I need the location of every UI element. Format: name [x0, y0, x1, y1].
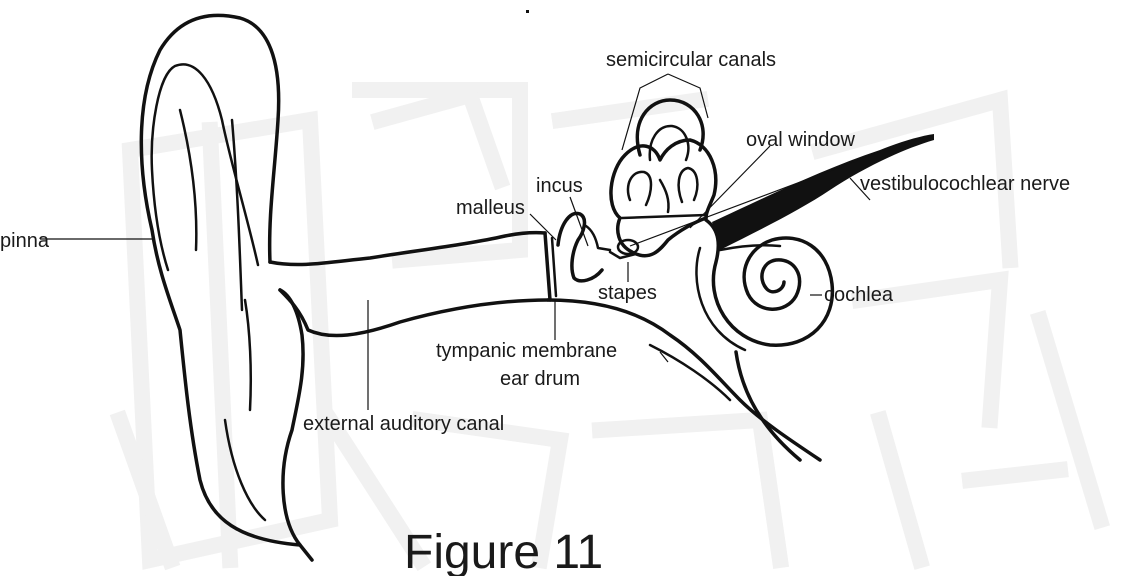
- eardrum-shape: [545, 233, 550, 300]
- label-tympanic-membrane: tympanic membrane: [436, 340, 617, 362]
- label-external-auditory-canal: external auditory canal: [303, 413, 504, 435]
- figure-caption: Figure 11: [404, 526, 603, 576]
- vestibule-shape: [618, 218, 706, 256]
- label-cochlea: cochlea: [824, 284, 894, 306]
- label-malleus: malleus: [456, 197, 525, 219]
- label-incus: incus: [536, 175, 583, 197]
- label-pinna: pinna: [0, 230, 50, 252]
- label-stapes: stapes: [598, 282, 657, 304]
- background-watermark: [120, 90, 1100, 560]
- label-vestibulocochlear-nerve: vestibulocochlear nerve: [860, 173, 1070, 195]
- ear-outline: [141, 15, 934, 560]
- label-ear-drum: ear drum: [500, 368, 580, 390]
- label-oval-window: oval window: [746, 129, 856, 151]
- stray-dot: [526, 10, 529, 13]
- label-semicircular-canals: semicircular canals: [606, 49, 776, 71]
